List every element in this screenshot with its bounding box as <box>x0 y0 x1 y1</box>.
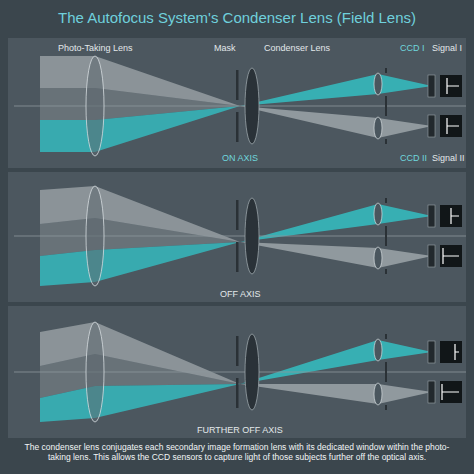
case-label: FURTHER OFF AXIS <box>197 425 283 436</box>
signal-label: Signal I <box>432 43 462 54</box>
sensor-label: CCD I <box>400 43 425 54</box>
off-axis-panel <box>14 186 466 286</box>
sensor-label: CCD II <box>400 153 427 164</box>
case-label: ON AXIS <box>222 153 258 164</box>
panel-backgrounds <box>8 38 466 438</box>
further-off-axis-panel <box>14 322 466 422</box>
part-label: Condenser Lens <box>264 43 330 54</box>
case-label: OFF AXIS <box>220 289 261 300</box>
diagram-title: The Autofocus System's Condenser Lens (F… <box>0 9 474 27</box>
on-axis-panel <box>14 56 466 156</box>
caption-text: The condenser lens conjugates each secon… <box>18 443 456 462</box>
part-label: Mask <box>214 43 236 54</box>
part-label: Photo-Taking Lens <box>58 43 133 54</box>
signal-label: Signal II <box>432 153 465 164</box>
